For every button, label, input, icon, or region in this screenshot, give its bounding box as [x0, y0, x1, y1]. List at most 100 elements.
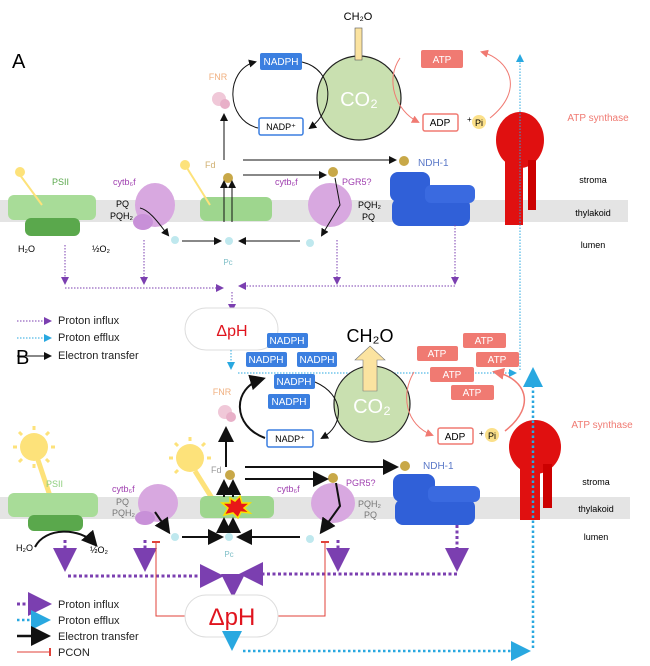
pi-label: Pi: [475, 118, 483, 128]
plastocyanin: [171, 533, 179, 541]
o2-label: ½O₂: [90, 545, 109, 555]
photodamage-burst-icon: [219, 494, 253, 520]
legend-proton-influx: Proton influx: [58, 315, 120, 327]
pq-label: PQ: [364, 510, 377, 520]
cytb6f-label: cytb₆f: [113, 177, 136, 187]
atp-synthase-protein: [496, 112, 544, 225]
plastocyanin: [225, 533, 233, 541]
ndh1-label: NDH-1: [423, 461, 454, 472]
nadph-consumption-arrow: [314, 381, 339, 439]
ndh1-protein: [393, 461, 480, 525]
legend-proton-influx: Proton influx: [58, 599, 120, 611]
legend: Proton influx Proton efflux Electron tra…: [17, 315, 139, 362]
atp-label: ATP: [428, 349, 447, 360]
pi-label: Pi: [488, 431, 496, 441]
pq-label: PQ: [116, 199, 129, 209]
fnr-label: FNR: [209, 72, 228, 82]
ch2o-label: CH₂O: [347, 326, 394, 346]
fnr-protein: [212, 92, 230, 109]
delta-ph-label: ΔpH: [216, 323, 247, 340]
fd-label: Fd: [205, 160, 216, 170]
ch2o-label: CH₂O: [344, 11, 373, 23]
stroma-label: stroma: [579, 175, 607, 185]
plastocyanin: [306, 239, 314, 247]
pgr5-label: PGR5?: [346, 478, 376, 488]
thylakoid-label: thylakoid: [575, 208, 611, 218]
pcon-inhibition-lines: [152, 541, 329, 617]
atp-stack: ATP ATP ATP ATP ATP: [417, 333, 519, 400]
ndh1-protein: [390, 156, 475, 226]
atp-synthesis-arrow: [480, 49, 511, 119]
proton-efflux-arrows: [222, 367, 543, 661]
nadp-to-nadph-arrow: [232, 59, 259, 129]
atp-synthase-label: ATP synthase: [571, 420, 633, 431]
nadph-label: NADPH: [263, 57, 298, 68]
delta-ph-label: ΔpH: [209, 604, 256, 631]
pgr5-label: PGR5?: [342, 177, 372, 187]
thylakoid-label: thylakoid: [578, 504, 614, 514]
fd-label: Fd: [211, 465, 222, 475]
nadph-label: NADPH: [276, 377, 311, 388]
light-beam: [19, 174, 43, 206]
nadph-box: [260, 53, 302, 70]
proton-influx-arrows: [61, 225, 459, 312]
atp-to-adp-arrow: [406, 371, 434, 437]
pi-circle: [485, 428, 499, 442]
plastocyanin: [306, 535, 314, 543]
pqh2-label: PQH₂: [358, 200, 382, 210]
panel-letter: B: [16, 347, 29, 369]
lumen-label: lumen: [584, 532, 609, 542]
pc-label: Pc: [223, 258, 232, 267]
atp-box: [421, 50, 463, 68]
stroma-label: stroma: [582, 477, 610, 487]
psii-protein: [8, 195, 96, 236]
legend-proton-efflux: Proton efflux: [58, 615, 120, 627]
panel-letter: A: [12, 51, 26, 73]
legend-electron-transfer: Electron transfer: [58, 350, 139, 362]
water-splitting-arrow: [34, 529, 98, 548]
pc-label: Pc: [224, 550, 233, 559]
atp-label: ATP: [433, 55, 452, 66]
sun-icon: [169, 437, 211, 475]
nadp-label: NADP⁺: [266, 122, 296, 132]
co2-label: CO₂: [340, 89, 378, 111]
nadph-label: NADPH: [269, 336, 304, 347]
psii-protein: [8, 493, 98, 531]
psii-label: PSII: [46, 479, 63, 489]
psi-protein: [200, 470, 274, 520]
atp-label: ATP: [463, 388, 482, 399]
atp-synthesis-arrow: [492, 367, 525, 432]
cytb6f-label: cytb₆f: [112, 484, 135, 494]
nadp-label: NADP⁺: [275, 434, 305, 444]
sun-icon: [15, 167, 25, 177]
cytb6f-protein-1: [135, 484, 178, 525]
legend: Proton influx Proton efflux Electron tra…: [17, 592, 139, 659]
adp-label: ADP: [445, 432, 466, 443]
proton-influx-arrows: [53, 525, 469, 598]
sun-icon: [180, 160, 190, 170]
atp-label: ATP: [488, 355, 507, 366]
nadph-consumption-arrow: [301, 61, 329, 130]
pi-circle: [472, 115, 486, 129]
adp-box: [437, 427, 474, 445]
plus-sign: +: [467, 115, 472, 124]
pqh2-label: PQH₂: [110, 211, 134, 221]
adp-label: ADP: [430, 118, 451, 129]
legend-electron-transfer: Electron transfer: [58, 631, 139, 643]
sun-icon: [13, 426, 55, 468]
ndh1-label: NDH-1: [418, 158, 449, 169]
electron-transfer-arrows: [154, 426, 399, 545]
nadph-label: NADPH: [299, 355, 334, 366]
nadph-stack: NADPH NADPH NADPH NADPH NADPH: [246, 333, 337, 409]
nadp-to-nadph-arrow: [238, 374, 266, 439]
nadph-label: NADPH: [248, 355, 283, 366]
atp-synthase-protein: [509, 420, 561, 520]
adp-box: [422, 113, 459, 132]
cytb6f-label: cytb₆f: [277, 484, 300, 494]
panel-a: A CO₂ CH₂O NADPH NADP⁺ FNR ATP ADP + Pi …: [0, 11, 629, 377]
plastocyanin: [225, 237, 233, 245]
co2-label: CO₂: [353, 396, 391, 418]
cytb6f-protein-1: [133, 183, 175, 230]
atp-label: ATP: [475, 336, 494, 347]
